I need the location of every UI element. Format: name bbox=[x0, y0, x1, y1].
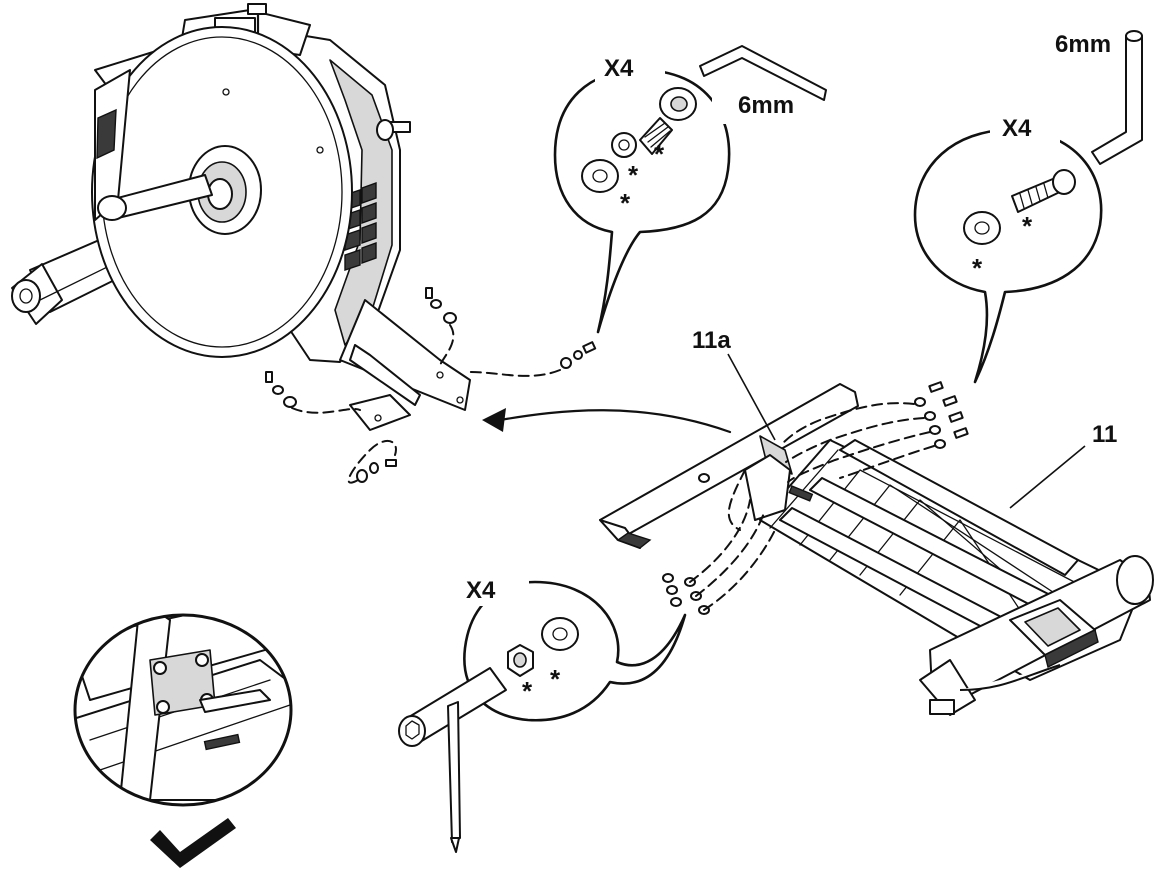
callout-top-center-qty: X4 bbox=[604, 55, 634, 82]
washer-icon bbox=[541, 617, 579, 651]
t-wrench-icon bbox=[398, 667, 507, 853]
star-mark: * bbox=[1022, 211, 1033, 241]
check-icon bbox=[150, 818, 236, 868]
callout-top-center-exploded bbox=[469, 341, 597, 377]
star-mark: * bbox=[550, 664, 561, 694]
callout-bottom: X4 * * bbox=[457, 572, 687, 722]
hex-nut-icon bbox=[507, 644, 534, 677]
washer-icon bbox=[963, 211, 1001, 245]
star-mark: * bbox=[654, 139, 665, 169]
bolt-icon bbox=[639, 87, 697, 155]
allen-key-icon bbox=[1091, 30, 1143, 165]
callout-top-right: 6mm X4 * * bbox=[913, 30, 1143, 384]
star-mark: * bbox=[972, 253, 983, 283]
washer-icon bbox=[581, 159, 619, 193]
callout-top-center-tool: 6mm bbox=[738, 92, 794, 119]
detail-inset bbox=[73, 613, 293, 807]
crank-hub bbox=[188, 145, 262, 235]
star-mark: * bbox=[522, 676, 533, 706]
star-mark: * bbox=[628, 160, 639, 190]
bolt-icon bbox=[1011, 169, 1076, 213]
star-mark: * bbox=[620, 188, 631, 218]
mounting-bracket bbox=[339, 299, 471, 431]
callout-top-center: X4 6mm * * * bbox=[553, 45, 827, 334]
main-frame bbox=[11, 3, 471, 431]
callout-top-right-tool: 6mm bbox=[1055, 31, 1111, 58]
label-11a: 11a bbox=[692, 327, 731, 354]
allen-key-icon bbox=[699, 45, 827, 101]
base-hardware bbox=[662, 381, 969, 615]
rear-base bbox=[599, 383, 1154, 716]
assembly-arrow bbox=[482, 408, 732, 434]
callout-bottom-qty: X4 bbox=[466, 577, 496, 604]
rear-end-cap bbox=[919, 555, 1154, 716]
frame-hardware bbox=[265, 287, 457, 484]
lock-washer-icon bbox=[611, 132, 637, 158]
label-11: 11 bbox=[1092, 421, 1117, 448]
callout-top-right-qty: X4 bbox=[1002, 115, 1032, 142]
